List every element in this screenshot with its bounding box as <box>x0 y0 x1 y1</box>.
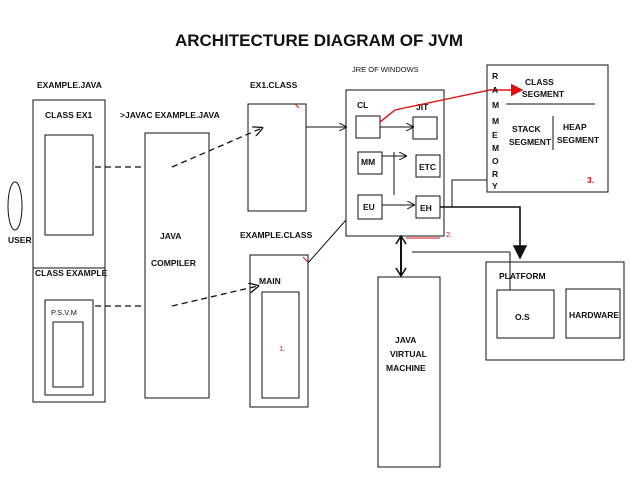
memory-letter: M <box>492 116 499 126</box>
dash-arrow-ex1 <box>171 128 262 168</box>
os-label: O.S <box>515 312 530 322</box>
memory-letter: O <box>492 156 499 166</box>
page-title: ARCHITECTURE DIAGRAM OF JVM <box>175 31 463 50</box>
heap-segment-label-2: SEGMENT <box>557 135 600 145</box>
eu-box <box>357 194 383 220</box>
class-example-label: CLASS EXAMPLE <box>35 268 108 278</box>
line-example-to-jre <box>307 219 347 264</box>
compiler-label-compiler: COMPILER <box>151 258 196 268</box>
javac-command: >JAVAC EXAMPLE.JAVA <box>120 110 220 120</box>
eu-label: EU <box>363 202 375 212</box>
jvm-label-machine: MACHINE <box>386 363 426 373</box>
stack-segment-label-2: SEGMENT <box>509 137 552 147</box>
example-java-label: EXAMPLE.JAVA <box>37 80 102 90</box>
example-class-label: EXAMPLE.CLASS <box>240 230 313 240</box>
dash-arrow-example <box>171 286 258 307</box>
cl-label: CL <box>357 100 368 110</box>
class-loader-box <box>355 115 381 139</box>
platform-label: PLATFORM <box>499 271 546 281</box>
platform-box <box>485 261 625 361</box>
ram-letter: A <box>492 85 498 95</box>
heap-segment-label-1: HEAP <box>563 122 587 132</box>
etc-box <box>415 154 441 178</box>
red-mark-ex1 <box>294 103 300 109</box>
memory-letter: R <box>492 169 498 179</box>
stack-segment-label-1: STACK <box>512 124 542 134</box>
arrow-down-head <box>395 267 407 278</box>
jre-label: JRE OF WINDOWS <box>352 65 419 74</box>
eh-label: EH <box>420 203 432 213</box>
jvm-box <box>377 276 441 468</box>
user-label: USER <box>8 235 32 245</box>
psvm-label: P.S.V.M <box>51 308 77 317</box>
arrow-eh-to-platform <box>440 206 528 260</box>
arrow-up-head <box>395 234 407 245</box>
jit-label: JIT <box>416 102 429 112</box>
class-segment-label-1: CLASS <box>525 77 554 87</box>
ram-vertical-letters: R A M M E M O R Y <box>492 71 499 191</box>
etc-label: ETC <box>419 162 436 172</box>
jvm-label-virtual: VIRTUAL <box>390 349 427 359</box>
red-arrow-cl-to-class-segment <box>379 83 524 123</box>
main-label: MAIN <box>259 276 281 286</box>
class-example-box <box>44 299 94 396</box>
memory-letter: M <box>492 143 499 153</box>
hardware-label: HARDWARE <box>569 310 619 320</box>
psvm-box <box>52 321 84 388</box>
ram-memory-box <box>486 64 609 193</box>
user-icon <box>7 181 23 231</box>
ram-letter: R <box>492 71 498 81</box>
main-method-box <box>261 291 300 399</box>
marker-2: 2. <box>446 230 452 239</box>
mm-label: MM <box>361 157 375 167</box>
red-mark-example <box>302 256 309 263</box>
class-segment-label-2: SEGMENT <box>522 89 565 99</box>
line-eh-to-ram <box>451 179 487 207</box>
marker-1: 1. <box>279 344 285 353</box>
compiler-label-java: JAVA <box>160 231 181 241</box>
ex1-class-label: EX1.CLASS <box>250 80 298 90</box>
os-box <box>496 289 555 339</box>
class-ex1-box <box>44 134 94 236</box>
marker-3: 3. <box>587 175 594 185</box>
ex1-class-box <box>247 103 307 212</box>
mm-box <box>357 151 383 175</box>
ram-letter: M <box>492 100 499 110</box>
memory-letter: Y <box>492 181 498 191</box>
memory-letter: E <box>492 130 498 140</box>
example-java-box <box>32 99 106 403</box>
class-ex1-label: CLASS EX1 <box>45 110 93 120</box>
jvm-label-java: JAVA <box>395 335 416 345</box>
hardware-box <box>565 288 621 339</box>
jre-box <box>345 89 445 237</box>
jit-box <box>412 116 438 140</box>
java-compiler-box <box>144 132 210 399</box>
example-class-box <box>249 254 309 408</box>
